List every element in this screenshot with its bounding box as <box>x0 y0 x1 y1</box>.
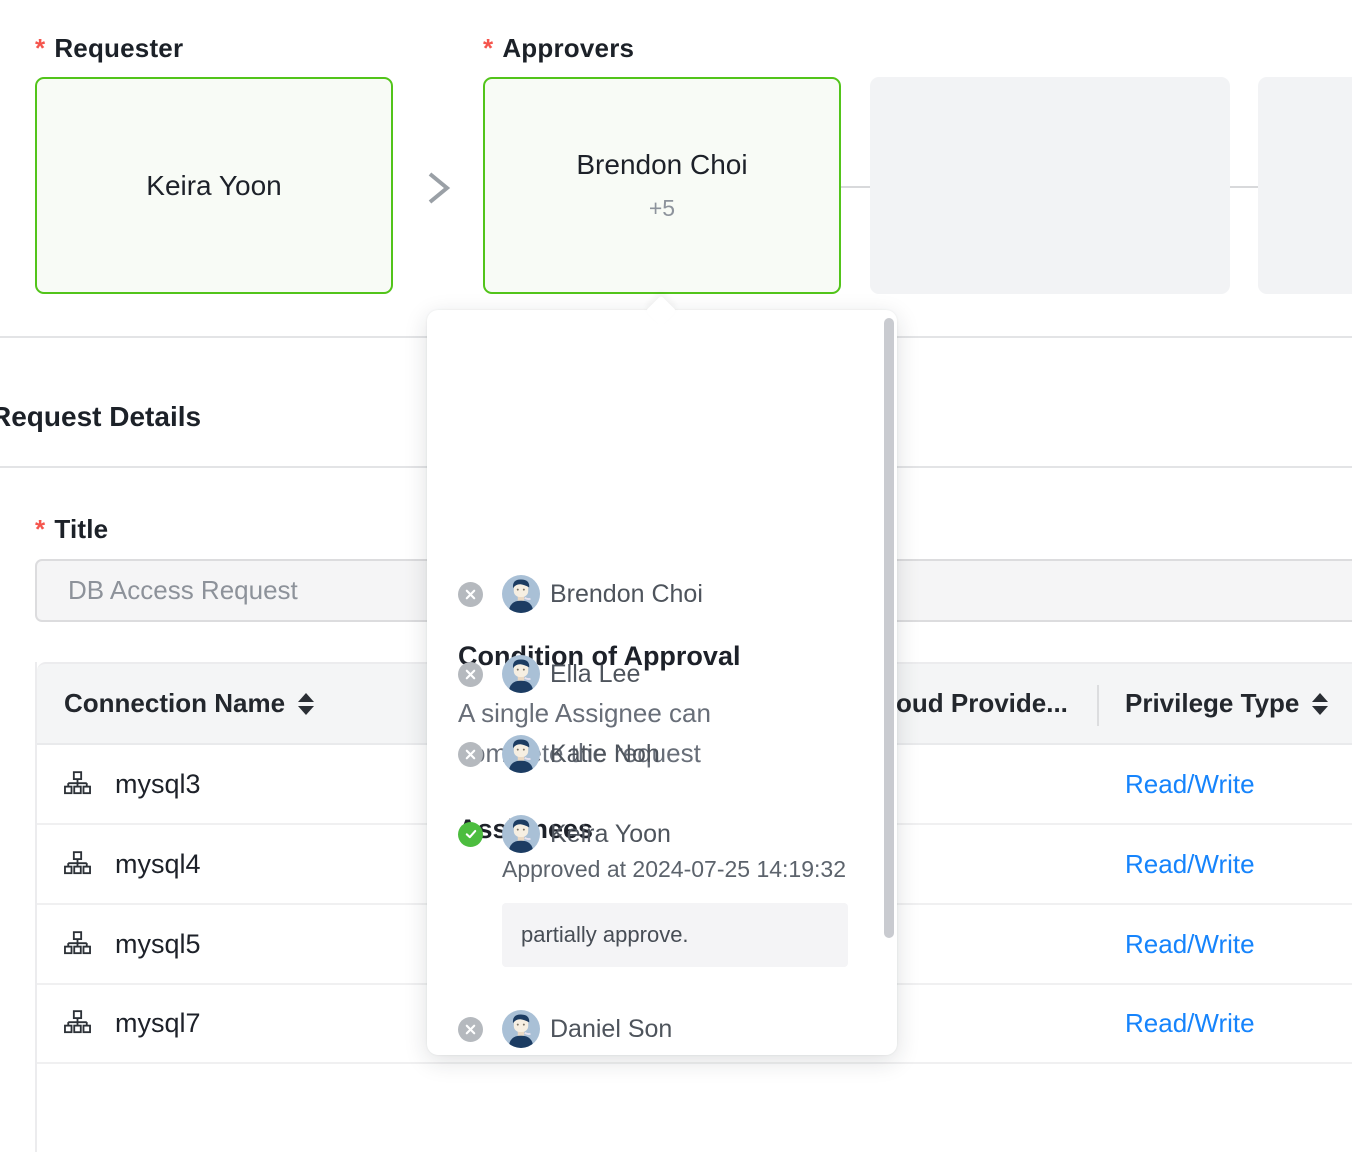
connection-name: mysql4 <box>115 848 201 879</box>
remove-assignee-icon[interactable] <box>458 581 483 607</box>
connection-cell: mysql4 <box>64 825 201 903</box>
connection-tree-icon <box>64 850 91 874</box>
required-asterisk: * <box>483 33 494 63</box>
assignee-name: Ella Lee <box>550 659 641 688</box>
approval-condition-popover: Condition of Approval A single Assignee … <box>427 295 897 1055</box>
avatar <box>502 1010 540 1048</box>
remove-assignee-icon[interactable] <box>458 1016 483 1042</box>
column-header-connection-name[interactable]: Connection Name <box>64 664 315 743</box>
approver-name: Brendon Choi <box>576 149 748 180</box>
privilege-type-link[interactable]: Read/Write <box>1125 1008 1255 1038</box>
avatar <box>502 655 540 693</box>
approved-check-icon <box>458 821 483 847</box>
assignee-name: Daniel Son <box>550 1014 673 1043</box>
required-asterisk: * <box>35 33 46 63</box>
column-header-cloud-provider[interactable]: Cloud Provide... <box>870 688 1068 718</box>
column-divider <box>1097 685 1099 726</box>
node-connector <box>841 186 870 188</box>
assignee-row: Katie Noh <box>458 734 660 774</box>
avatar <box>502 815 540 853</box>
connection-tree-icon <box>64 930 91 954</box>
connection-name: mysql5 <box>115 928 201 959</box>
connection-cell: mysql7 <box>64 985 201 1062</box>
requester-name: Keira Yoon <box>146 169 282 201</box>
next-step-node[interactable] <box>870 77 1230 294</box>
privilege-type-link[interactable]: Read/Write <box>1125 848 1255 879</box>
connection-tree-icon <box>64 770 91 794</box>
sort-icon[interactable] <box>1312 692 1329 715</box>
connection-tree-icon <box>64 1010 91 1034</box>
approvers-node[interactable]: Brendon Choi +5 <box>483 77 841 294</box>
assignee-row: Daniel Son <box>458 1009 672 1049</box>
assignee-name: Katie Noh <box>550 739 660 768</box>
privilege-type-link[interactable]: Read/Write <box>1125 928 1255 959</box>
popover-description: A single Assignee can complete the reque… <box>458 698 711 768</box>
connection-cell: mysql3 <box>64 745 201 823</box>
assignee-row-approved: Keira Yoon <box>458 814 671 854</box>
connection-name: mysql7 <box>115 1008 201 1038</box>
remove-assignee-icon[interactable] <box>458 661 483 687</box>
connection-name: mysql3 <box>115 768 201 799</box>
assignee-name: Keira Yoon <box>550 819 671 848</box>
node-connector <box>1230 186 1258 188</box>
assignee-row: Ella Lee <box>458 654 640 694</box>
approver-extra-count: +5 <box>648 195 676 221</box>
connection-cell: mysql5 <box>64 905 201 983</box>
title-label: *Title <box>35 514 109 544</box>
avatar <box>502 735 540 773</box>
avatar <box>502 575 540 613</box>
approvers-label: *Approvers <box>483 33 635 63</box>
required-asterisk: * <box>35 514 46 544</box>
approved-timestamp: Approved at 2024-07-25 14:19:32 <box>502 856 846 882</box>
requester-label: *Requester <box>35 33 184 63</box>
sort-icon[interactable] <box>298 692 315 715</box>
privilege-type-link[interactable]: Read/Write <box>1125 768 1255 799</box>
popover-scrollbar[interactable] <box>884 318 894 938</box>
chevron-right-icon <box>426 170 452 211</box>
popover-arrow <box>645 295 677 327</box>
remove-assignee-icon[interactable] <box>458 741 483 767</box>
column-header-privilege-type[interactable]: Privilege Type <box>1125 664 1329 743</box>
section-title: Request Details <box>0 401 202 432</box>
assignee-name: Brendon Choi <box>550 579 703 608</box>
approval-comment: partially approve. <box>502 903 848 967</box>
next-step-node[interactable] <box>1258 77 1352 294</box>
assignee-row: Brendon Choi <box>458 574 703 614</box>
requester-node[interactable]: Keira Yoon <box>35 77 393 294</box>
